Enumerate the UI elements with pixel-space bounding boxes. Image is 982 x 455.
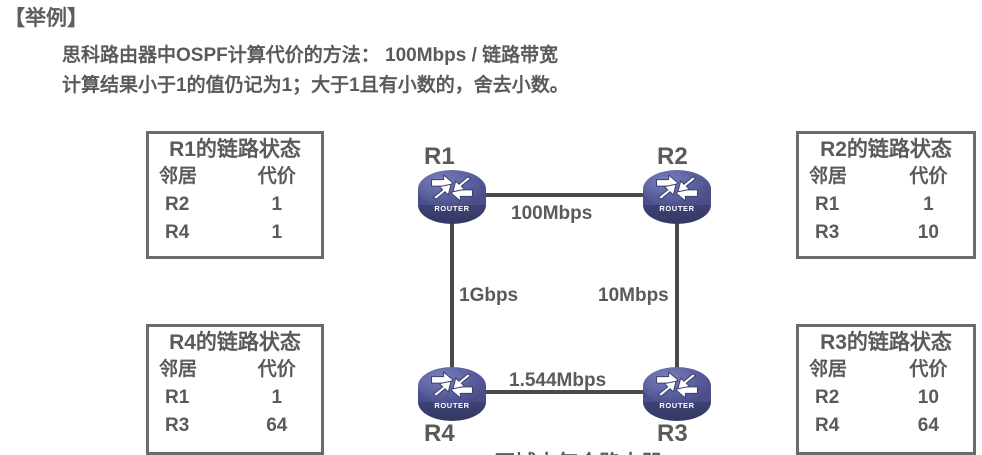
cell-neighbor: R1 xyxy=(815,194,840,215)
column-header-neighbor: 邻居 xyxy=(809,166,848,187)
link-state-table-r2: R2的链路状态 邻居 代价 R1 1 R3 10 xyxy=(796,131,976,259)
cell-neighbor: R2 xyxy=(815,387,840,408)
table-row: R1 1 xyxy=(159,384,311,412)
link-bandwidth-label-r2-r3: 10Mbps xyxy=(598,285,669,306)
cell-neighbor: R4 xyxy=(815,415,840,436)
table-title-r3: R3的链路状态 xyxy=(820,331,952,354)
cell-neighbor: R1 xyxy=(165,387,190,408)
router-caption: ROUTER xyxy=(659,204,694,213)
bottom-caption-clipped: OSPF区域内每个路由器 xyxy=(437,447,662,455)
table-header-row: 邻居 代价 xyxy=(159,163,311,191)
cell-cost: 64 xyxy=(266,415,288,436)
table-row: R3 10 xyxy=(809,219,963,247)
column-header-neighbor: 邻居 xyxy=(159,166,198,187)
cell-neighbor: R3 xyxy=(815,222,840,243)
router-caption: ROUTER xyxy=(659,401,694,410)
cell-cost: 1 xyxy=(271,194,283,215)
cell-cost: 1 xyxy=(923,194,934,215)
router-label-r1: R1 xyxy=(424,143,455,170)
router-label-r2: R2 xyxy=(657,143,688,170)
router-node-r3: ROUTER xyxy=(643,367,711,421)
table-header-row: 邻居 代价 xyxy=(809,163,963,191)
cell-neighbor: R3 xyxy=(165,415,190,436)
link-state-table-r1: R1的链路状态 邻居 代价 R2 1 R4 1 xyxy=(146,131,324,259)
table-row: R1 1 xyxy=(809,191,963,219)
table-title-r1: R1的链路状态 xyxy=(169,138,301,161)
router-caption: ROUTER xyxy=(434,401,469,410)
router-node-r2: ROUTER xyxy=(643,170,711,224)
table-row: R2 10 xyxy=(809,384,963,412)
table-header-row: 邻居 代价 xyxy=(159,356,311,384)
router-icon xyxy=(418,367,486,405)
table-title-r4: R4的链路状态 xyxy=(169,331,301,354)
example-tag: 【举例】 xyxy=(4,7,88,30)
column-header-cost: 代价 xyxy=(909,166,948,187)
table-row: R3 64 xyxy=(159,412,311,440)
router-icon xyxy=(418,170,486,208)
cell-cost: 1 xyxy=(271,222,283,243)
link-bandwidth-label-r1-r2: 100Mbps xyxy=(511,203,593,224)
cell-cost: 10 xyxy=(917,222,939,243)
cell-cost: 1 xyxy=(271,387,283,408)
link-state-table-r3: R3的链路状态 邻居 代价 R2 10 R4 64 xyxy=(796,324,976,455)
table-row: R2 1 xyxy=(159,191,311,219)
table-row: R4 64 xyxy=(809,412,963,440)
router-node-r1: ROUTER xyxy=(418,170,486,224)
network-topology-diagram: ROUTER ROUTER ROUTER ROUTER xyxy=(380,130,740,455)
ospf-cost-rule-line-2: 计算结果小于1的值仍记为1；大于1且有小数的，舍去小数。 xyxy=(62,75,569,96)
router-icon xyxy=(643,367,711,405)
ospf-cost-rule-line-1: 思科路由器中OSPF计算代价的方法： 100Mbps / 链路带宽 xyxy=(62,45,559,66)
router-node-r4: ROUTER xyxy=(418,367,486,421)
link-bandwidth-label-r1-r4: 1Gbps xyxy=(459,285,519,306)
cell-cost: 64 xyxy=(917,415,939,436)
table-row: R4 1 xyxy=(159,219,311,247)
column-header-cost: 代价 xyxy=(257,359,296,380)
column-header-neighbor: 邻居 xyxy=(809,359,848,380)
column-header-neighbor: 邻居 xyxy=(159,359,198,380)
cell-neighbor: R2 xyxy=(165,194,190,215)
link-state-table-r4: R4的链路状态 邻居 代价 R1 1 R3 64 xyxy=(146,324,324,455)
cell-neighbor: R4 xyxy=(165,222,190,243)
table-header-row: 邻居 代价 xyxy=(809,356,963,384)
table-title-r2: R2的链路状态 xyxy=(820,138,952,161)
router-label-r3: R3 xyxy=(657,420,688,447)
link-bandwidth-label-r4-r3: 1.544Mbps xyxy=(509,370,607,391)
router-icon xyxy=(643,170,711,208)
router-label-r4: R4 xyxy=(424,420,455,447)
column-header-cost: 代价 xyxy=(257,166,296,187)
router-caption: ROUTER xyxy=(434,204,469,213)
cell-cost: 10 xyxy=(917,387,939,408)
column-header-cost: 代价 xyxy=(909,359,948,380)
